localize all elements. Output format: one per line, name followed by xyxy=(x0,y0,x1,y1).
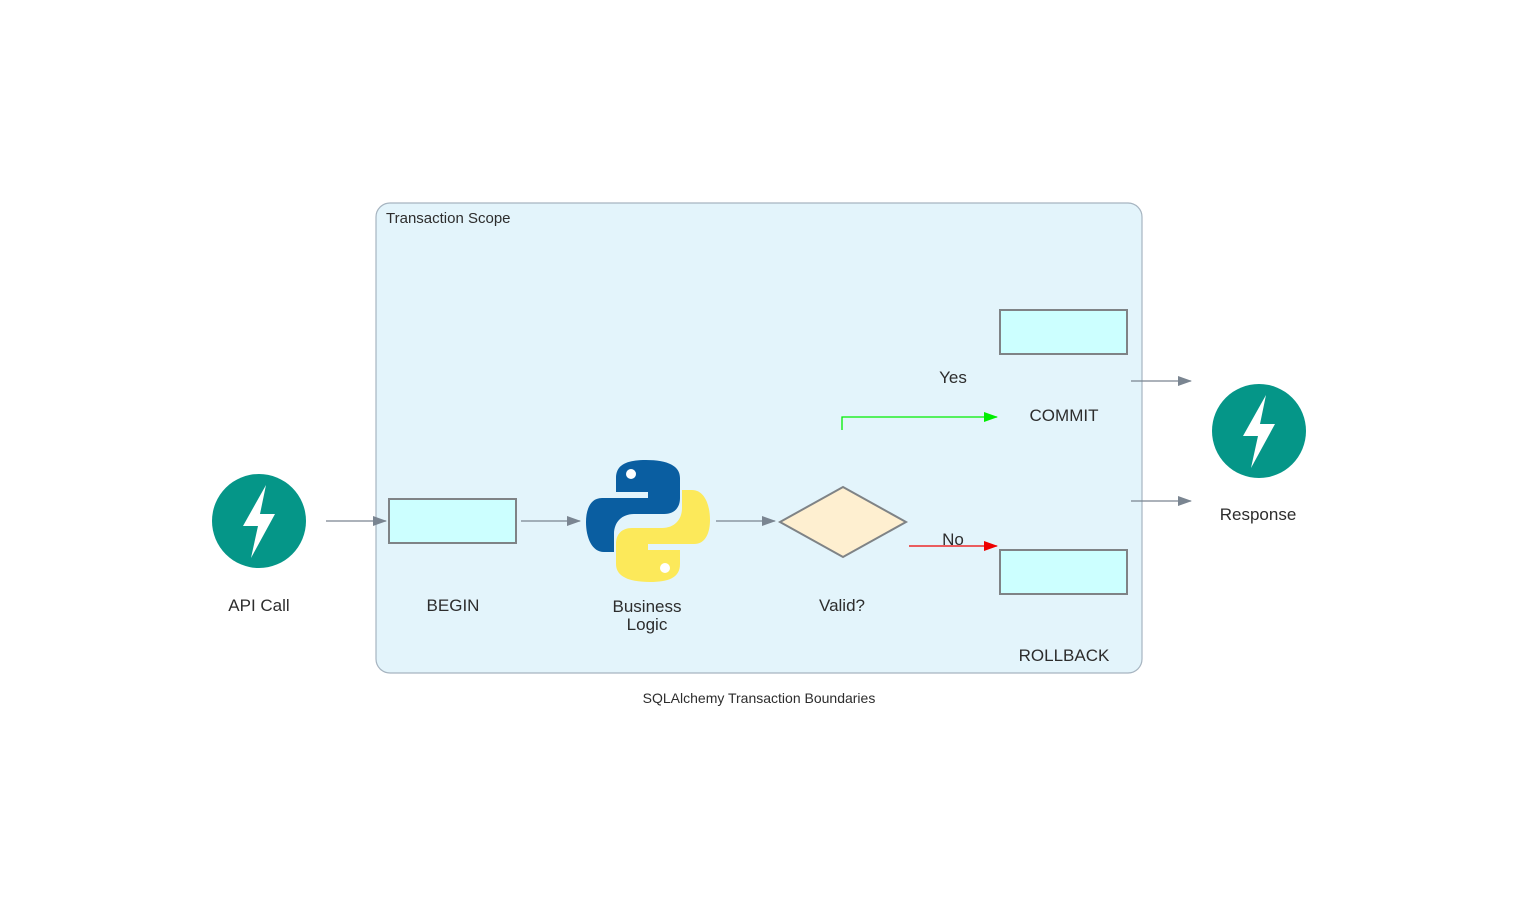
edge-valid-to-commit xyxy=(841,412,998,430)
cluster-label: Transaction Scope xyxy=(386,210,511,227)
business-logic-label-line1: Business xyxy=(613,597,682,616)
transaction-scope-cluster: Transaction Scope xyxy=(375,202,1143,674)
response-node[interactable]: Response xyxy=(1212,384,1306,524)
api-call-node[interactable]: API Call xyxy=(212,474,306,615)
python-icon xyxy=(586,460,710,582)
commit-node[interactable]: COMMIT xyxy=(999,309,1128,425)
edges xyxy=(326,376,1192,551)
begin-node[interactable]: BEGIN xyxy=(388,498,517,615)
fastapi-icon xyxy=(212,474,306,568)
business-logic-label-line2: Logic xyxy=(627,615,668,634)
edge-label-no: No xyxy=(942,530,964,549)
valid-decision-node[interactable]: Valid? xyxy=(777,485,909,615)
fastapi-icon xyxy=(1212,384,1306,478)
valid-label: Valid? xyxy=(819,596,865,615)
rollback-node[interactable]: ROLLBACK xyxy=(999,549,1128,665)
business-logic-node[interactable]: Business Logic xyxy=(586,460,710,634)
diagram-caption: SQLAlchemy Transaction Boundaries xyxy=(643,690,876,706)
commit-label: COMMIT xyxy=(1030,406,1099,425)
rollback-label: ROLLBACK xyxy=(1019,646,1110,665)
api-call-label: API Call xyxy=(228,596,289,615)
edge-label-yes: Yes xyxy=(939,368,967,387)
response-label: Response xyxy=(1220,505,1297,524)
begin-label: BEGIN xyxy=(427,596,480,615)
